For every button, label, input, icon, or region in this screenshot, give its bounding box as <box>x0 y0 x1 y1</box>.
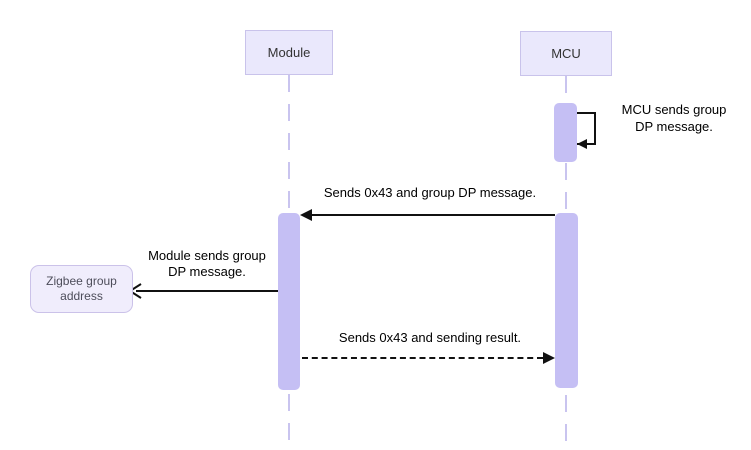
node-zigbee-label-line1: Zigbee group <box>46 274 117 288</box>
message-4-label: Sends 0x43 and sending result. <box>338 330 522 345</box>
activation-module <box>278 213 300 390</box>
message-1-label-line2: DP message. <box>635 119 713 134</box>
message-4-arrowhead-icon <box>543 352 555 364</box>
participant-module: Module <box>245 30 333 75</box>
participant-mcu-label: MCU <box>551 46 581 61</box>
self-loop-arrowhead-icon <box>577 139 587 149</box>
message-4-line <box>302 357 543 359</box>
message-2-line <box>308 214 555 216</box>
activation-mcu-self <box>554 103 577 162</box>
node-zigbee-group-address: Zigbee group address <box>30 265 133 313</box>
message-2-arrowhead-icon <box>300 209 312 221</box>
message-3-label-line2: DP message. <box>168 264 246 279</box>
message-1-label-line1: MCU sends group <box>621 102 727 117</box>
message-3-label: Module sends group DP message. <box>140 248 274 280</box>
message-2-label: Sends 0x43 and group DP message. <box>323 185 537 200</box>
node-zigbee-label-line2: address <box>60 289 103 303</box>
message-1-label: MCU sends group DP message. <box>601 101 747 135</box>
participant-mcu: MCU <box>520 31 612 76</box>
message-3-label-line1: Module sends group <box>148 248 266 263</box>
activation-mcu-main <box>555 213 578 388</box>
participant-module-label: Module <box>267 45 311 60</box>
message-3-line <box>136 290 278 292</box>
